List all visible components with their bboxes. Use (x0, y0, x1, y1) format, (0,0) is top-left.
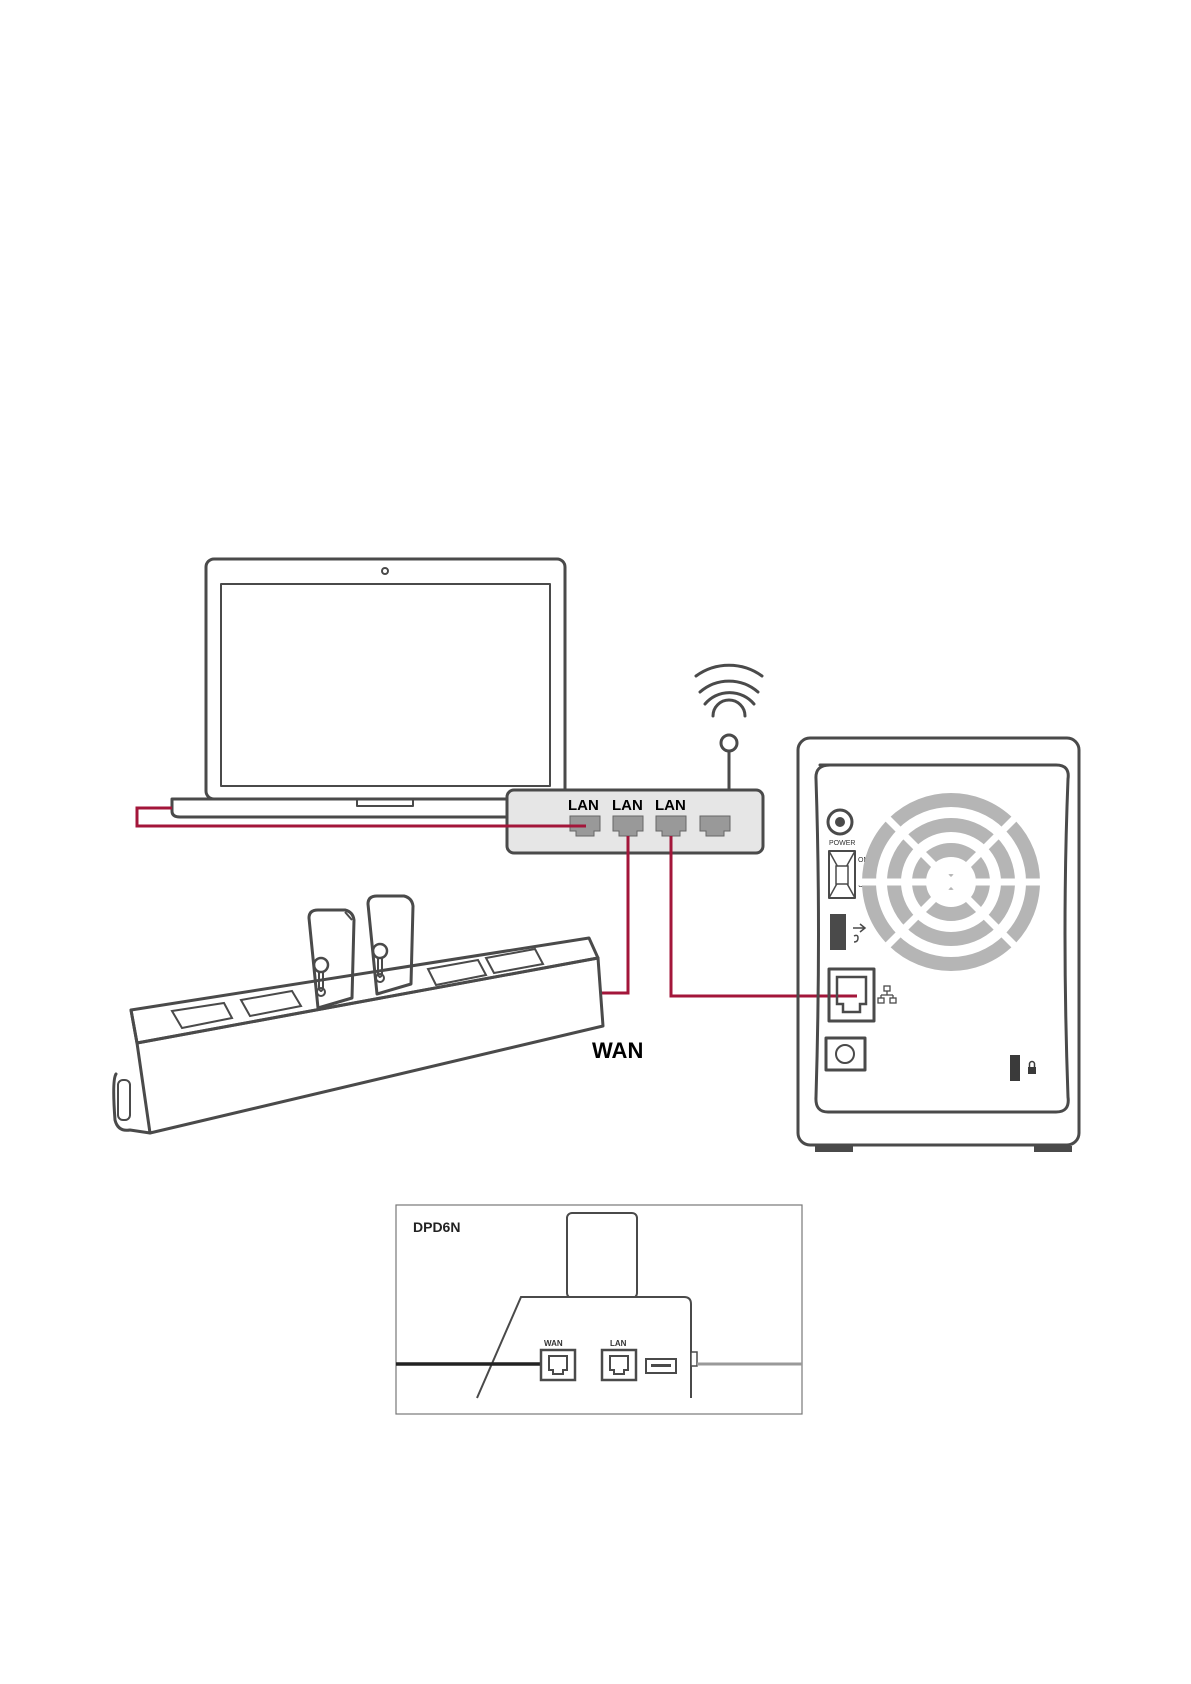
laptop-lid (206, 559, 565, 799)
nas-device: POWER ON OFF (798, 738, 1079, 1152)
router-lan-label-2: LAN (612, 797, 643, 814)
dpd6n-lan-label: LAN (610, 1339, 627, 1348)
powerline-adapter-1 (309, 910, 354, 1008)
power-strip-front (131, 958, 603, 1133)
router-antenna-tip (721, 735, 737, 751)
router-lan-label-3: LAN (655, 797, 686, 814)
router-lan-label-1: LAN (568, 797, 599, 814)
power-strip-cord-clip (118, 1080, 130, 1120)
dpd6n-lan-port (602, 1350, 636, 1380)
dpd6n-side-button (691, 1352, 697, 1366)
laptop-webcam (382, 568, 388, 574)
lock-icon (1028, 1062, 1036, 1075)
dpd6n-wan-label: WAN (544, 1339, 563, 1348)
power-strip-top (131, 938, 598, 1043)
laptop-screen (221, 584, 550, 786)
nas-foot-right (1034, 1146, 1072, 1152)
dpd6n-plug (567, 1213, 637, 1298)
laptop (172, 559, 600, 817)
dpd6n-wan-port (541, 1350, 575, 1380)
usb-ss-icon (853, 924, 865, 942)
nas-power-label: POWER (829, 840, 855, 847)
dpd6n-inset: DPD6N WAN LAN (396, 1205, 802, 1414)
nas-usb-port (830, 914, 846, 950)
router-to-powerline-cable (600, 836, 628, 993)
power-socket (172, 1003, 232, 1028)
power-strip-sockets (172, 949, 543, 1028)
wifi-signal-icon (696, 665, 762, 716)
nas-dc-input (826, 1038, 865, 1070)
inset-title: DPD6N (413, 1219, 460, 1235)
power-socket (241, 991, 301, 1016)
powerline-wan-label: WAN (592, 1038, 643, 1063)
powerline-adapter-2 (368, 896, 413, 994)
nas-foot-left (815, 1146, 853, 1152)
nas-kensington-slot (1010, 1055, 1020, 1081)
power-strip: WAN (114, 896, 644, 1133)
network-icon (878, 986, 896, 1003)
